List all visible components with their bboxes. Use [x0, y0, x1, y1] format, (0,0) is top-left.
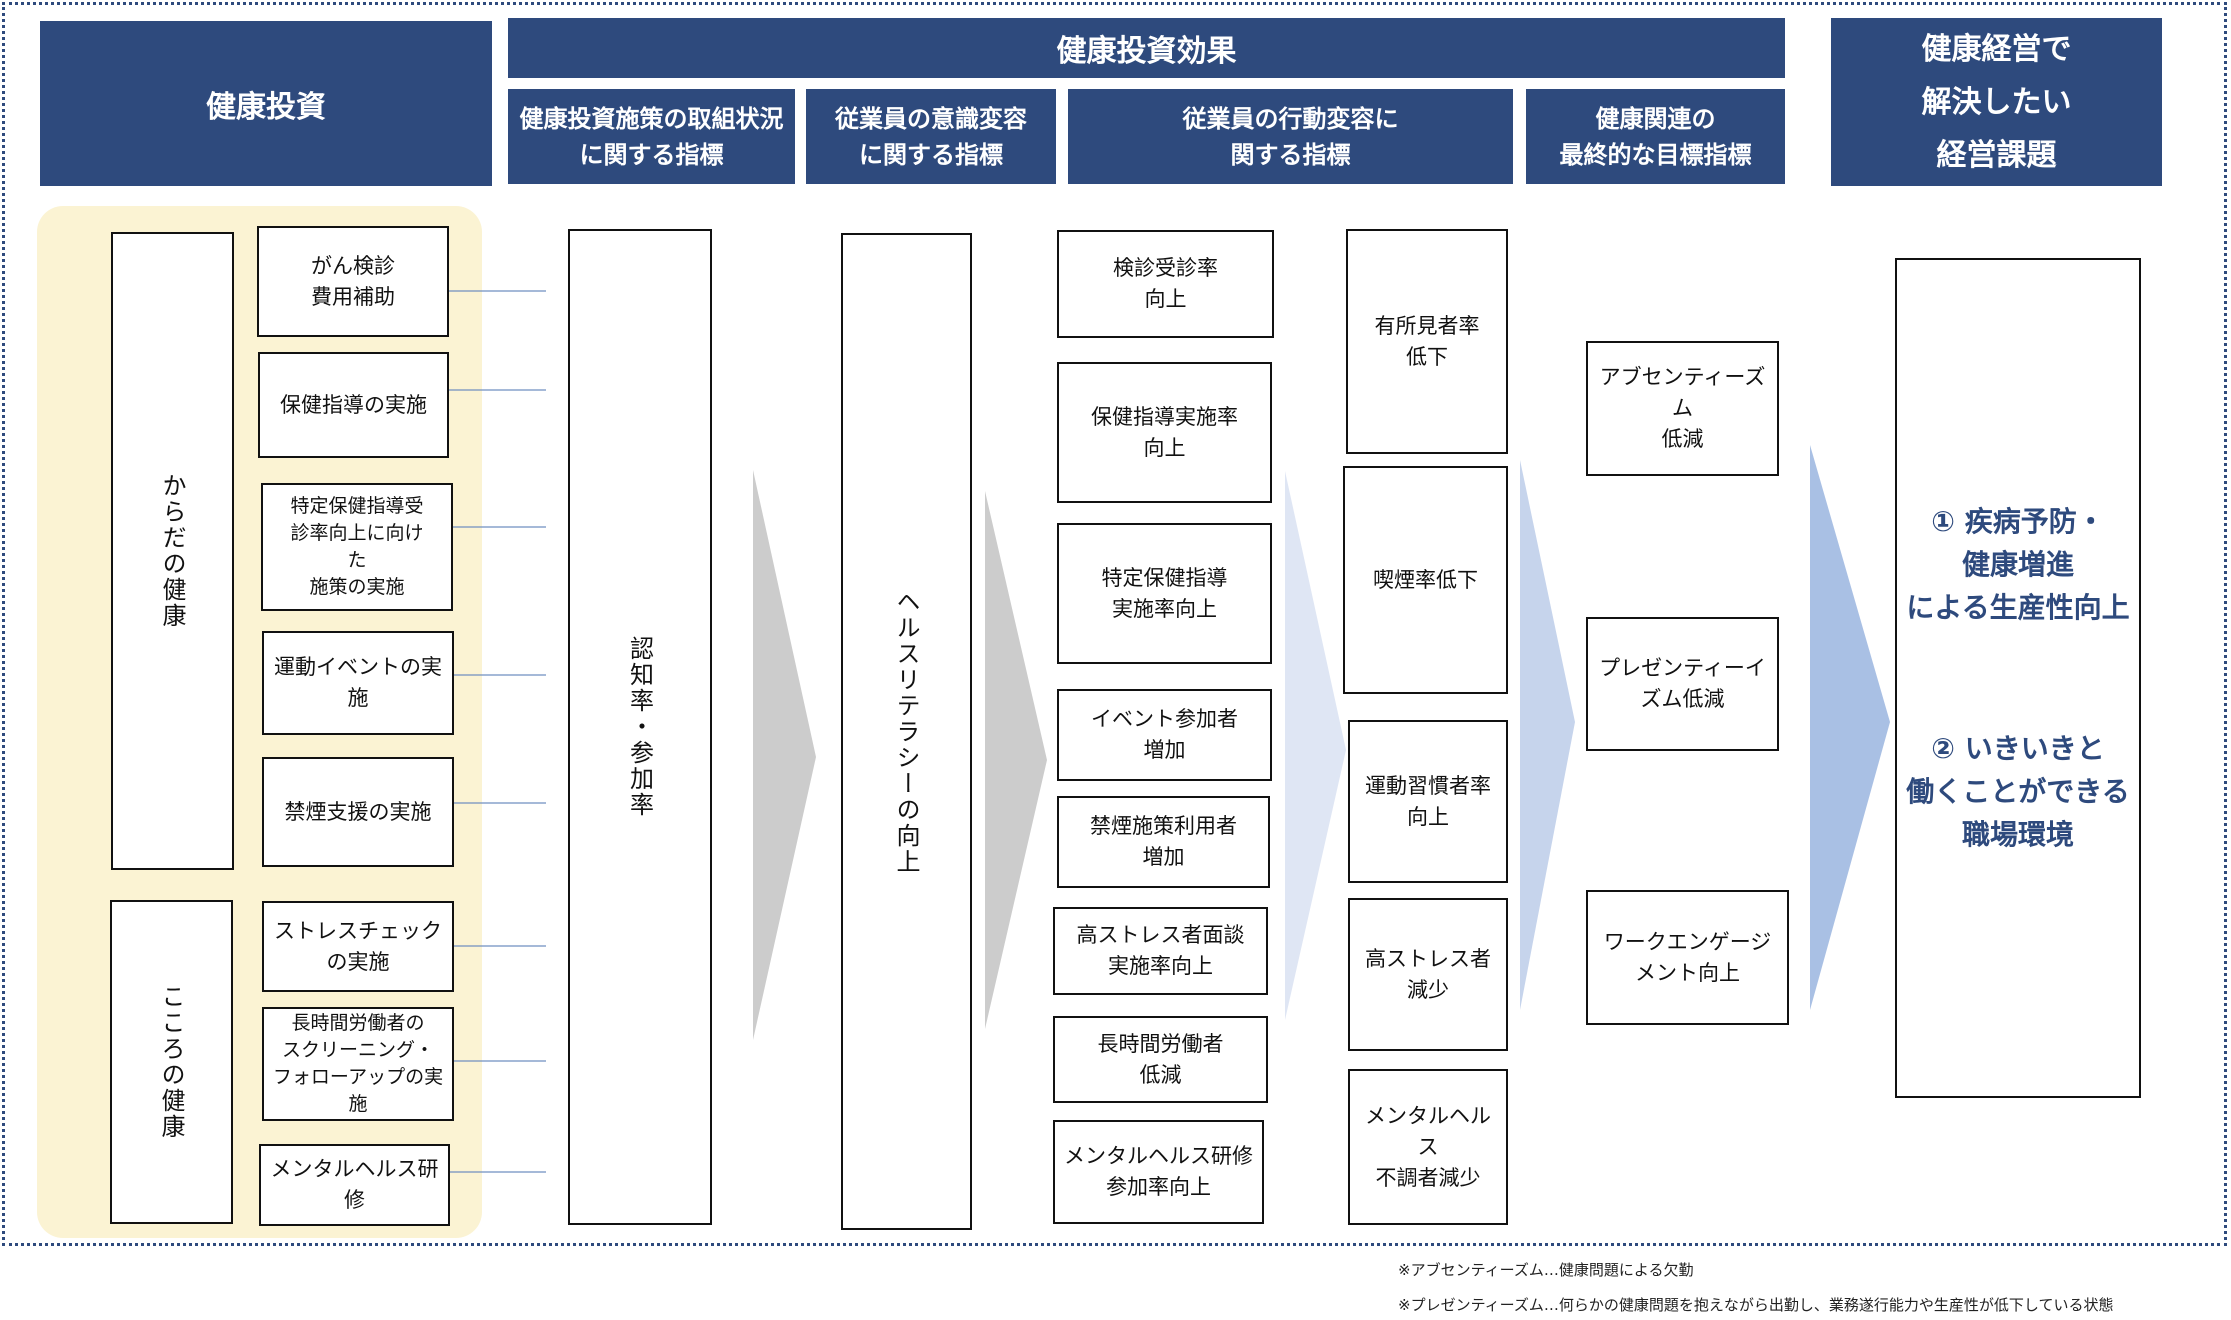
- indicator-health-literacy: ヘルスリテラシーの向上: [841, 233, 972, 1230]
- behavior-smoking-program-users: 禁煙施策利用者 増加: [1057, 796, 1270, 888]
- flow-arrow-gray-2: [985, 491, 1047, 1029]
- goal-productivity: ① 疾病予防・ 健康増進 による生産性向上: [1906, 505, 2130, 624]
- measure-smoking-support: 禁煙支援の実施: [262, 757, 454, 867]
- measure-stress-check: ストレスチェック の実施: [262, 901, 454, 992]
- header-investment: 健康投資: [40, 21, 492, 186]
- measure-specific-guidance: 特定保健指導受 診率向上に向け た 施策の実施: [261, 483, 453, 611]
- header-management-issues: 健康経営で 解決したい 経営課題: [1831, 18, 2162, 186]
- flow-arrow-light: [1285, 471, 1346, 1020]
- category-body-health: からだの健康: [111, 232, 234, 870]
- measure-mental-health-training: メンタルヘルス研 修: [259, 1144, 450, 1226]
- header-sub-measure-status: 健康投資施策の取組状況 に関する指標: [508, 89, 795, 184]
- flow-arrow-gray-1: [753, 470, 816, 1040]
- target-work-engagement: ワークエンゲージ メント向上: [1586, 890, 1789, 1025]
- flow-arrow-mid: [1520, 460, 1575, 1010]
- category-mind-health: こころの健康: [110, 900, 233, 1224]
- header-sub-behavior: 従業員の行動変容に 関する指標: [1068, 89, 1513, 184]
- behavior-high-stress-reduction: 高ストレス者 減少: [1348, 898, 1508, 1051]
- footnote-absenteeism: ※アブセンティーズム…健康問題による欠勤: [1398, 1261, 1694, 1279]
- behavior-guidance-rate: 保健指導実施率 向上: [1057, 362, 1272, 503]
- header-sub-awareness: 従業員の意識変容 に関する指標: [806, 89, 1056, 184]
- behavior-mental-disorder-reduction: メンタルヘル ス 不調者減少: [1348, 1069, 1508, 1225]
- target-presenteeism: プレゼンティーイ ズム低減: [1586, 617, 1779, 751]
- goal-workplace: ② いきいきと 働くことができる 職場環境: [1906, 732, 2130, 851]
- footnote-presenteeism: ※プレゼンティーズム…何らかの健康問題を抱えながら出勤し、業務遂行能力や生産性が…: [1398, 1296, 2114, 1314]
- header-effects: 健康投資効果: [508, 18, 1785, 78]
- indicator-awareness-rate: 認知率・参加率: [568, 229, 712, 1225]
- measure-cancer-screening: がん検診 費用補助: [257, 226, 449, 337]
- behavior-stress-interview-rate: 高ストレス者面談 実施率向上: [1053, 907, 1268, 995]
- diagram-frame: [2, 2, 2227, 1246]
- behavior-mental-training-rate: メンタルヘルス研修 参加率向上: [1053, 1120, 1264, 1224]
- measure-health-guidance: 保健指導の実施: [258, 352, 449, 458]
- behavior-findings-rate: 有所見者率 低下: [1346, 229, 1508, 454]
- behavior-screening-rate: 検診受診率 向上: [1057, 230, 1274, 338]
- measure-exercise-event: 運動イベントの実 施: [262, 631, 454, 735]
- management-goals: ① 疾病予防・ 健康増進 による生産性向上 ② いきいきと 働くことができる 職…: [1895, 258, 2141, 1098]
- measure-long-hours-screening: 長時間労働者の スクリーニング・ フォローアップの実 施: [262, 1007, 454, 1121]
- behavior-smoking-rate: 喫煙率低下: [1343, 466, 1508, 694]
- target-absenteeism: アブセンティーズ ム 低減: [1586, 341, 1779, 476]
- behavior-event-participants: イベント参加者 増加: [1057, 689, 1272, 781]
- flow-arrow-blue: [1810, 445, 1890, 1010]
- behavior-specific-guidance-rate: 特定保健指導 実施率向上: [1057, 523, 1272, 664]
- header-sub-final-target: 健康関連の 最終的な目標指標: [1526, 89, 1785, 184]
- behavior-long-hours-reduction: 長時間労働者 低減: [1053, 1016, 1268, 1103]
- behavior-exercise-habit-rate: 運動習慣者率 向上: [1348, 720, 1508, 883]
